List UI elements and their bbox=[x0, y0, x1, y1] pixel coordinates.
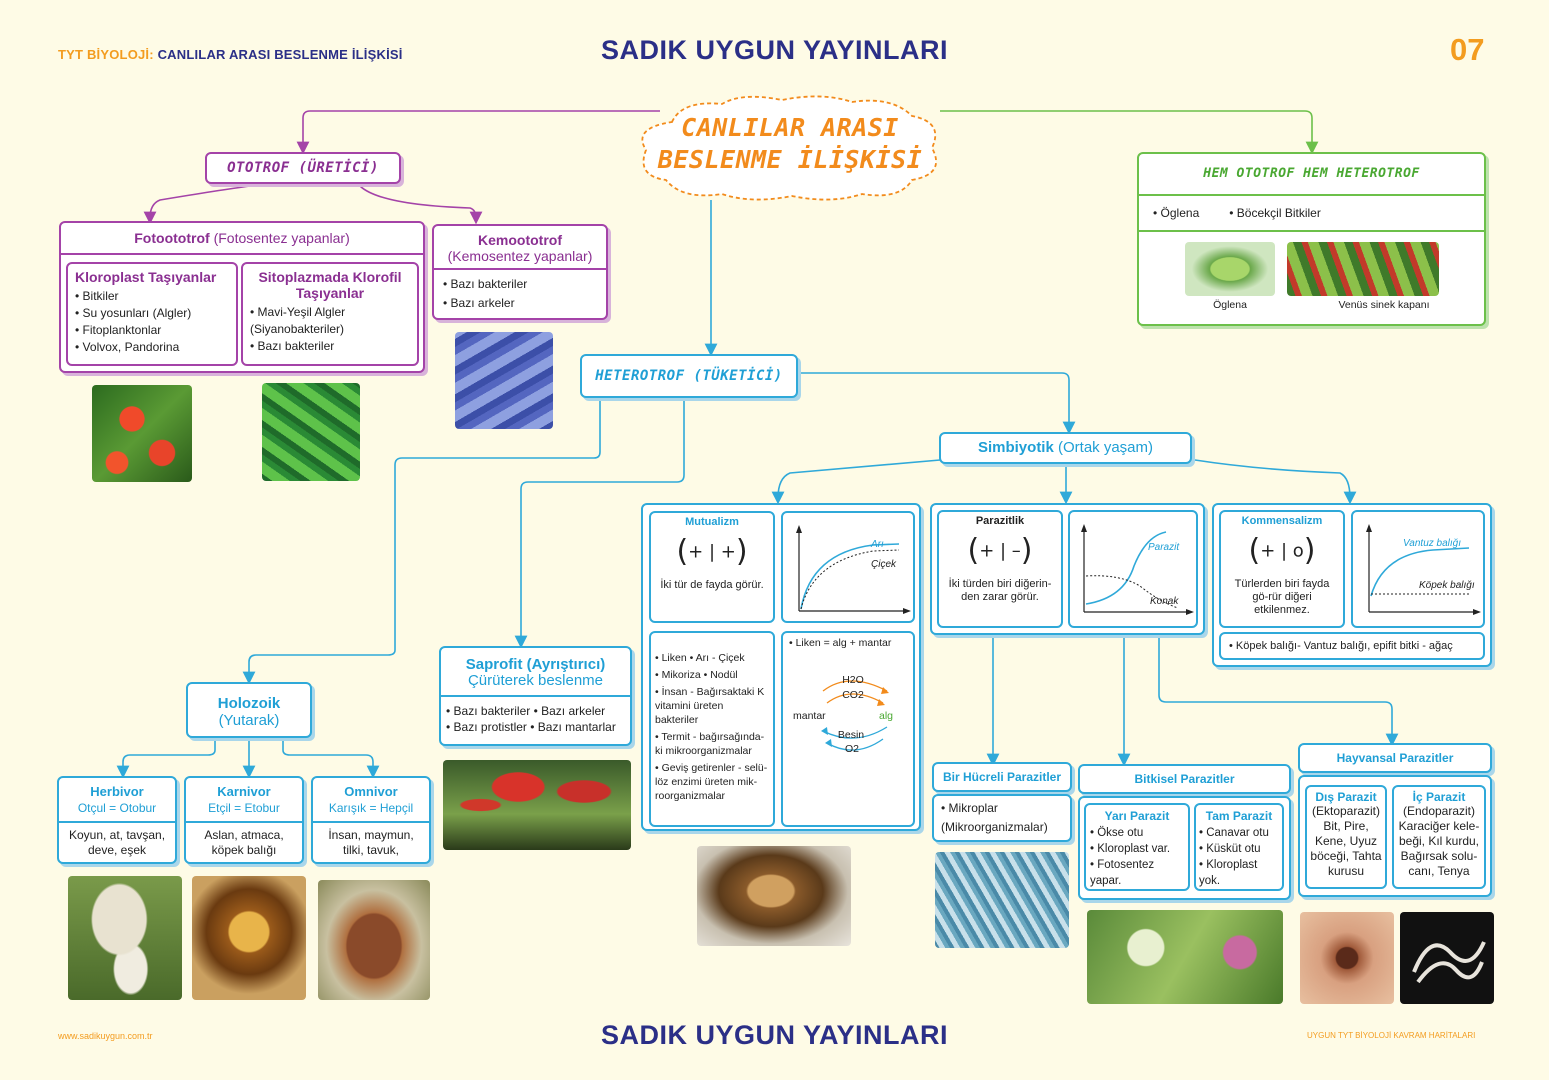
yari-parazit-box: Yarı Parazit • Ökse otu • Kloroplast var… bbox=[1084, 803, 1190, 891]
ototrof-box: OTOTROF (ÜRETİCİ) bbox=[205, 152, 401, 184]
worm-photo bbox=[1400, 912, 1494, 1004]
herbivor-box: Herbivor Otçul = Otobur Koyun, at, tavşa… bbox=[57, 776, 177, 864]
karnivor-box: Karnivor Etçil = Etobur Aslan, atmaca, k… bbox=[184, 776, 304, 864]
parazitlik-title: Parazitlik bbox=[975, 515, 1025, 527]
center-cloud-icon bbox=[641, 95, 937, 201]
fotoototrof-box: Fotoototrof (Fotosentez yapanlar) Klorop… bbox=[59, 221, 425, 373]
bir-hucreli-list: • Mikroplar (Mikroorganizmalar) bbox=[932, 794, 1072, 842]
hem-items: • Öglena• Böcekçil Bitkiler bbox=[1139, 196, 1484, 232]
sitoplazma-list: • Mavi-Yeşil Algler (Siyanobakteriler) •… bbox=[250, 305, 346, 353]
footer-url[interactable]: www.sadikuygun.com.tr bbox=[58, 1031, 153, 1041]
venus-caption: Venüs sinek kapanı bbox=[1338, 299, 1430, 311]
heterotrof-box: HETEROTROF (TÜKETİCİ) bbox=[580, 354, 798, 398]
kommensalizm-title: Kommensalizm bbox=[1241, 515, 1323, 527]
mutualizm-block: Mutualizm (+ | +) İki tür de fayda görür… bbox=[641, 503, 921, 831]
footer-brand: SADIK UYGUN YAYINLARI bbox=[600, 1020, 949, 1050]
parazitlik-graph-box: Parazit Konak bbox=[1068, 510, 1198, 628]
flower-photo bbox=[92, 385, 192, 482]
header-brand: SADIK UYGUN YAYINLARI bbox=[600, 35, 949, 65]
venus-photo bbox=[1287, 242, 1439, 296]
mutualizm-examples: • Liken • Arı - Çiçek • Mikoriza • Nodül… bbox=[649, 631, 775, 827]
kemoototrof-box: Kemoototrof (Kemosentez yapanlar) Bazı b… bbox=[432, 224, 608, 320]
saprofit-title: Saprofit (Ayrıştırıcı) bbox=[465, 656, 606, 673]
liken-cycle-diagram bbox=[821, 680, 889, 751]
kommensalizm-graph bbox=[1366, 524, 1481, 615]
kemoototrof-title: Kemoototrof bbox=[478, 232, 562, 248]
bitkisel-inner: Yarı Parazit • Ökse otu • Kloroplast var… bbox=[1078, 796, 1291, 900]
microbe-photo bbox=[935, 852, 1069, 948]
sitoplazma-title: Sitoplazmada Klorofil Taşıyanlar bbox=[258, 269, 402, 301]
bacteria-photo bbox=[455, 332, 553, 429]
hayvansal-inner: Dış Parazit (Ektoparazit) Bit, Pire, Ken… bbox=[1298, 775, 1492, 897]
header-subject: TYT BİYOLOJİ: CANLILAR ARASI BESLENME İL… bbox=[58, 47, 403, 62]
chicken-photo bbox=[318, 880, 430, 1000]
termite-photo bbox=[697, 846, 851, 946]
kommensalizm-example: • Köpek balığı- Vantuz balığı, epifit bi… bbox=[1219, 632, 1485, 660]
kommensalizm-symbol-box: Kommensalizm (+ | o) Türlerden biri fayd… bbox=[1219, 510, 1345, 628]
parazitlik-symbol-box: Parazitlik (+ | –) İki türden biri diğer… bbox=[937, 510, 1063, 628]
liken-box: • Liken = alg + mantar H2O CO2 mantar al… bbox=[781, 631, 915, 827]
kommensalizm-block: Kommensalizm (+ | o) Türlerden biri fayd… bbox=[1212, 503, 1492, 667]
mutualizm-title: Mutualizm bbox=[685, 516, 739, 528]
hem-title: HEM OTOTROF HEM HETEROTROF bbox=[1139, 154, 1484, 196]
kloroplast-list: Bitkiler Su yosunları (Algler) Fitoplank… bbox=[75, 288, 229, 356]
tam-parazit-box: Tam Parazit • Canavar otu • Küsküt otu •… bbox=[1194, 803, 1284, 891]
ic-parazit-box: İç Parazit (Endoparazit) Karaciğer kele-… bbox=[1392, 785, 1486, 889]
parazitlik-block: Parazitlik (+ | –) İki türden biri diğer… bbox=[930, 503, 1205, 635]
euglena-caption: Öglena bbox=[1213, 299, 1247, 311]
mutualizm-symbol-box: Mutualizm (+ | +) İki tür de fayda görür… bbox=[649, 511, 775, 623]
kloroplast-title: Kloroplast Taşıyanlar bbox=[75, 269, 217, 285]
holozoik-box: Holozoik (Yutarak) bbox=[186, 682, 312, 738]
omnivor-box: Omnivor Karışık = Hepçil İnsan, maymun, … bbox=[311, 776, 431, 864]
page-number: 07 bbox=[1450, 32, 1485, 67]
saprofit-box: Saprofit (Ayrıştırıcı) Çürüterek beslenm… bbox=[439, 646, 632, 746]
footer-series: UYGUN TYT BİYOLOJİ KAVRAM HARİTALARI bbox=[1307, 1031, 1476, 1040]
tick-photo bbox=[1300, 912, 1394, 1004]
lion-photo bbox=[192, 876, 306, 1000]
hem-box: HEM OTOTROF HEM HETEROTROF • Öglena• Böc… bbox=[1137, 152, 1486, 326]
dis-parazit-box: Dış Parazit (Ektoparazit) Bit, Pire, Ken… bbox=[1305, 785, 1387, 889]
bir-hucreli-box: Bir Hücreli Parazitler bbox=[932, 762, 1072, 792]
simbiyotik-box: Simbiyotik (Ortak yaşam) bbox=[939, 432, 1192, 464]
kloroplast-box: Kloroplast Taşıyanlar Bitkiler Su yosunl… bbox=[66, 262, 238, 366]
kemoototrof-list: Bazı bakteriler Bazı arkeler bbox=[434, 270, 606, 318]
parazitlik-graph bbox=[1081, 524, 1194, 615]
cyanobacteria-photo bbox=[262, 383, 360, 481]
hayvansal-box: Hayvansal Parazitler bbox=[1298, 743, 1492, 773]
center-title: CANLILAR ARASI BESLENME İLİŞKİSİ bbox=[657, 113, 923, 174]
sheep-photo bbox=[68, 876, 182, 1000]
kommensalizm-symbol: (+ | o) bbox=[1248, 533, 1316, 568]
plant-parasite-photo bbox=[1087, 910, 1283, 1004]
worm-icon bbox=[1412, 941, 1486, 984]
mutualizm-symbol: (+ | +) bbox=[676, 534, 748, 569]
sitoplazma-box: Sitoplazmada Klorofil Taşıyanlar • Mavi-… bbox=[241, 262, 419, 366]
bitkisel-box: Bitkisel Parazitler bbox=[1078, 764, 1291, 794]
mutualizm-graph bbox=[796, 525, 911, 614]
mushroom-photo bbox=[443, 760, 631, 850]
euglena-photo bbox=[1185, 242, 1275, 296]
saprofit-list: • Bazı bakteriler • Bazı arkeler • Bazı … bbox=[446, 704, 616, 734]
fotoototrof-title: Fotoototrof (Fotosentez yapanlar) bbox=[61, 223, 423, 255]
kommensalizm-graph-box: Vantuz balığı Köpek balığı bbox=[1351, 510, 1485, 628]
mutualizm-graph-box: Arı Çiçek bbox=[781, 511, 915, 623]
parazitlik-symbol: (+ | –) bbox=[967, 533, 1033, 568]
